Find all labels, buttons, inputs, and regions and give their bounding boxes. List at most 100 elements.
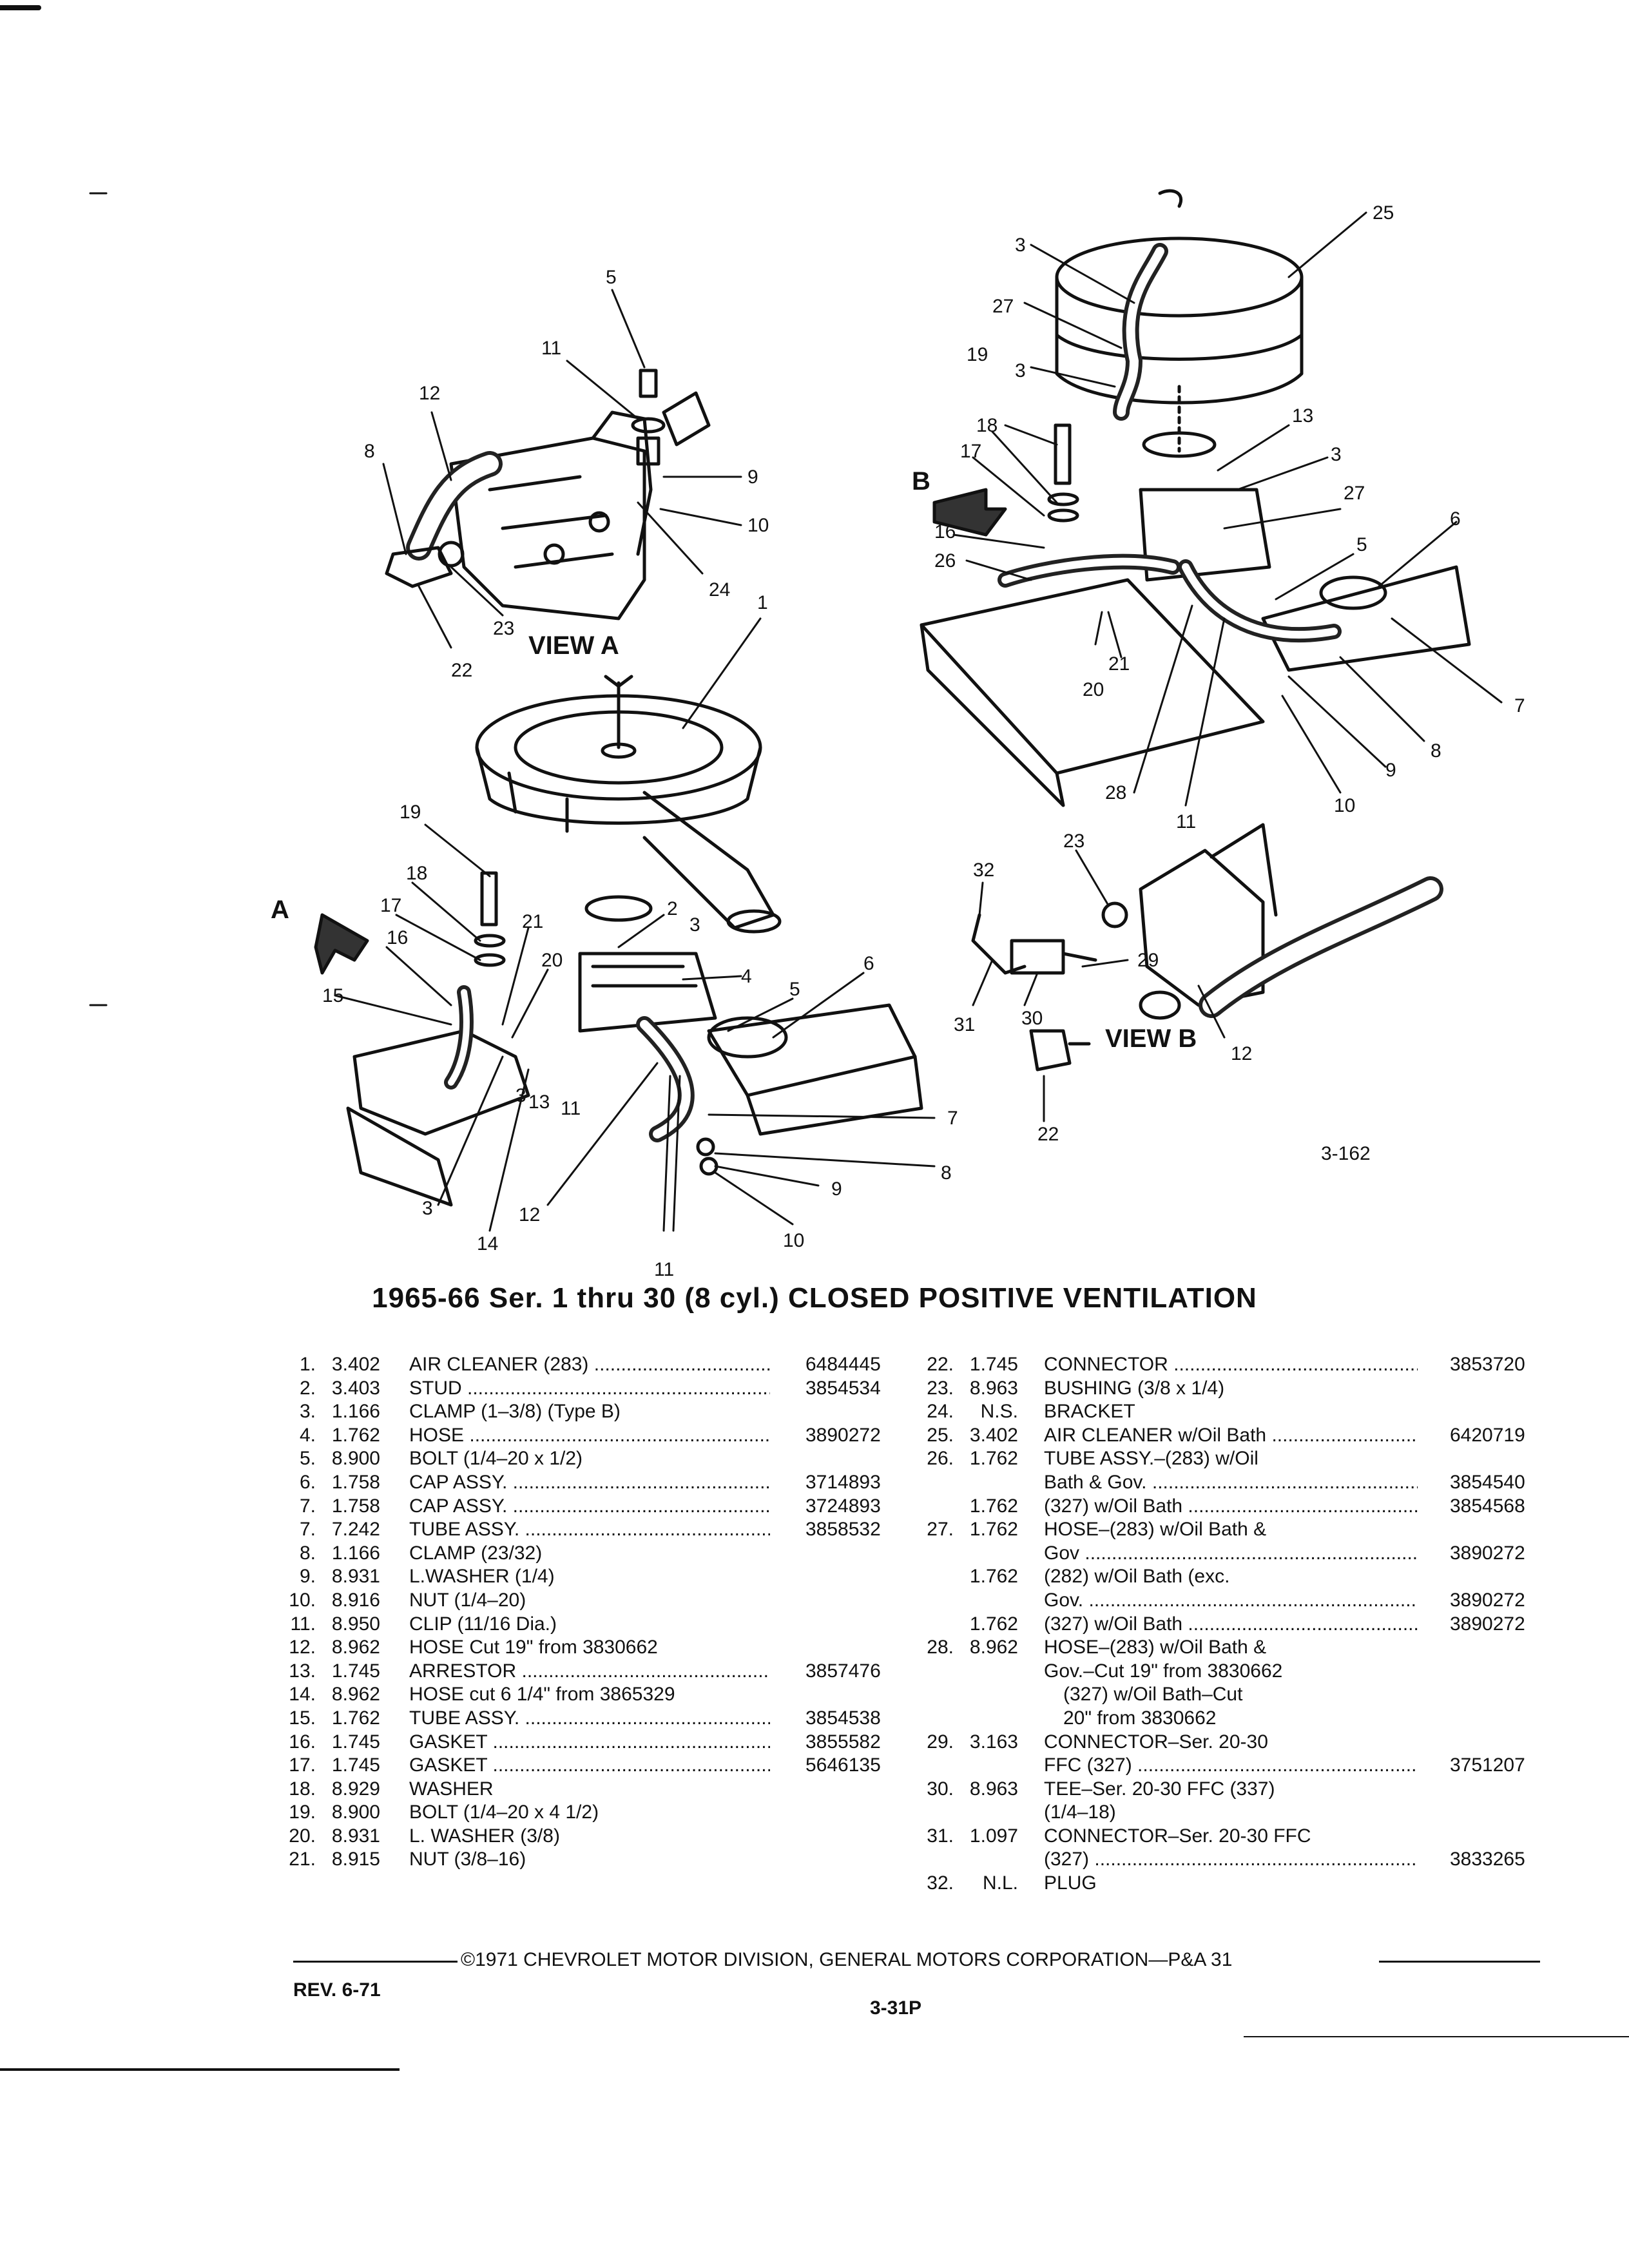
- callout-label: 5: [606, 267, 617, 288]
- callout-label: 14: [477, 1233, 498, 1254]
- parts-part: 6420719: [1450, 1423, 1525, 1448]
- arrow-b-label: B: [912, 467, 930, 495]
- parts-group: 3.402: [331, 1354, 380, 1375]
- parts-desc: TUBE ASSY.–(283) w/Oil: [1044, 1448, 1258, 1470]
- parts-group: 3.403: [331, 1377, 380, 1399]
- callout-label: 22: [1037, 1124, 1059, 1145]
- callout-label: 18: [406, 863, 427, 884]
- parts-no: 14.: [289, 1684, 316, 1706]
- callout-label: 16: [387, 927, 408, 948]
- parts-desc: TUBE ASSY.: [409, 1707, 770, 1731]
- callout-label: 9: [831, 1178, 842, 1200]
- parts-part: 3890272: [805, 1423, 881, 1448]
- callout-label: 9: [1385, 760, 1396, 781]
- parts-desc: Gov: [1044, 1542, 1418, 1566]
- parts-row: (327)3833265: [915, 1848, 1543, 1872]
- parts-desc: BRACKET: [1044, 1401, 1135, 1423]
- callout-label: 18: [976, 415, 998, 436]
- parts-group: 1.762: [969, 1448, 1018, 1470]
- parts-desc: AIR CLEANER w/Oil Bath: [1044, 1424, 1418, 1448]
- parts-group: 7.242: [331, 1519, 380, 1541]
- parts-no: 19.: [289, 1802, 316, 1823]
- parts-desc: (1/4–18): [1044, 1802, 1116, 1823]
- callout-label: 17: [380, 895, 401, 916]
- oil-bath-assembly-illustration: [920, 189, 1471, 807]
- parts-part: 3714893: [805, 1470, 881, 1495]
- parts-group: 3.402: [969, 1424, 1018, 1446]
- parts-desc: NUT (1/4–20): [409, 1589, 526, 1611]
- parts-no: 5.: [299, 1448, 316, 1470]
- parts-desc: CLIP (11/16 Dia.): [409, 1613, 557, 1635]
- parts-group: 8.929: [331, 1778, 380, 1800]
- parts-row: Bath & Gov.3854540: [915, 1470, 1543, 1495]
- parts-desc: NUT (3/8–16): [409, 1849, 526, 1870]
- parts-group: 1.762: [969, 1519, 1018, 1541]
- callout-label: 12: [1231, 1043, 1252, 1064]
- callout-label: 22: [451, 660, 472, 681]
- parts-group: N.L.: [982, 1872, 1018, 1894]
- callout-label: 5: [1356, 534, 1367, 555]
- parts-no: 9.: [299, 1566, 316, 1588]
- parts-group: 1.097: [969, 1825, 1018, 1847]
- parts-row: 1.762(327) w/Oil Bath3854568: [915, 1494, 1543, 1519]
- parts-no: 1.: [299, 1354, 316, 1375]
- parts-desc: HOSE cut 6 1/4" from 3865329: [409, 1684, 675, 1706]
- parts-group: 8.962: [331, 1637, 380, 1658]
- callout-label: 6: [863, 953, 874, 974]
- parts-part: 3854534: [805, 1376, 881, 1401]
- parts-row: 17.1.745GASKET5646135: [277, 1754, 896, 1778]
- parts-no: 22.: [927, 1354, 954, 1375]
- parts-part: 3890272: [1450, 1541, 1525, 1566]
- parts-group: 1.762: [969, 1566, 1018, 1588]
- parts-part: 3854568: [1450, 1494, 1525, 1519]
- parts-group: 1.166: [331, 1542, 380, 1564]
- parts-list-right: 22.1.745CONNECTOR385372023.8.963BUSHING …: [915, 1353, 1543, 1896]
- callout-label: 3: [1331, 444, 1342, 465]
- callout-label: 28: [1105, 782, 1126, 803]
- parts-part: 3858532: [805, 1518, 881, 1542]
- parts-group: 8.962: [331, 1684, 380, 1706]
- parts-row: 13.1.745ARRESTOR3857476: [277, 1659, 896, 1684]
- parts-part: 3855582: [805, 1730, 881, 1754]
- parts-group: 1.745: [331, 1660, 380, 1682]
- copyright-line: ©1971 CHEVROLET MOTOR DIVISION, GENERAL …: [461, 1949, 1233, 1970]
- callout-label: 27: [1344, 483, 1365, 504]
- figure-id: 3-162: [1321, 1143, 1371, 1164]
- parts-group: 8.900: [331, 1802, 380, 1823]
- parts-group: 1.762: [331, 1424, 380, 1446]
- parts-desc: CONNECTOR–Ser. 20-30 FFC: [1044, 1825, 1311, 1847]
- parts-desc: HOSE–(283) w/Oil Bath &: [1044, 1637, 1267, 1658]
- parts-part: 3833265: [1450, 1848, 1525, 1872]
- parts-part: 6484445: [805, 1353, 881, 1377]
- parts-group: 1.758: [331, 1495, 380, 1517]
- parts-row: 20" from 3830662: [915, 1707, 1543, 1731]
- parts-desc: STUD: [409, 1377, 770, 1401]
- parts-no: 4.: [299, 1424, 316, 1446]
- callout-label: 20: [541, 950, 563, 971]
- parts-row: 1.762(282) w/Oil Bath (exc.: [915, 1565, 1543, 1589]
- callout-label: 26: [934, 550, 956, 572]
- callout-label: 24: [709, 579, 730, 601]
- parts-desc: BUSHING (3/8 x 1/4): [1044, 1377, 1225, 1399]
- callout-label: 32: [973, 860, 994, 881]
- parts-desc: CONNECTOR: [1044, 1353, 1418, 1377]
- parts-desc: CAP ASSY.: [409, 1471, 770, 1495]
- arrow-a-label: A: [271, 896, 289, 924]
- parts-desc: PLUG: [1044, 1872, 1097, 1894]
- callout-label: 3: [1015, 235, 1026, 256]
- callout-label: 19: [967, 344, 988, 365]
- parts-no: 32.: [927, 1872, 954, 1894]
- parts-desc: WASHER: [409, 1778, 494, 1800]
- callout-label: 7: [947, 1108, 958, 1129]
- callout-label: 12: [419, 383, 440, 404]
- callout-label: 10: [747, 515, 769, 536]
- parts-desc: GASKET: [409, 1731, 770, 1754]
- callout-label: 4: [741, 966, 752, 987]
- parts-part: 3751207: [1450, 1754, 1525, 1778]
